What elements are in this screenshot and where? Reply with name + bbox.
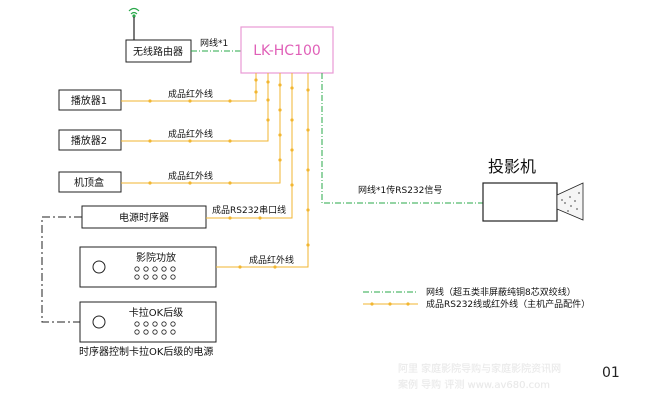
cable-dots xyxy=(148,78,310,269)
rs232-label: 成品RS232串口线 xyxy=(212,204,286,216)
karaoke-buttons xyxy=(134,321,176,335)
legend-cable-dot xyxy=(388,302,392,306)
amp-knob xyxy=(92,260,106,274)
legend-cable-label: 成品RS232线或红外线（主机产品配件） xyxy=(426,298,590,310)
player1-box xyxy=(58,89,122,111)
player2-box xyxy=(58,129,122,151)
projector-beam-icon xyxy=(556,182,584,221)
controller-box xyxy=(240,26,334,74)
projector-body xyxy=(482,182,558,222)
projector-label: 投影机 xyxy=(488,157,536,176)
controller-label: LK-HC100 xyxy=(253,43,321,59)
karaoke-label: 卡拉OK后级 xyxy=(129,306,183,319)
watermark-line-1: 阿里 家庭影院导购与家庭影院资讯网 xyxy=(398,362,561,375)
legend-cable-dot xyxy=(406,302,410,306)
ir-label-4: 成品红外线 xyxy=(249,254,294,266)
power-control-line xyxy=(41,216,82,323)
power-control-note: 时序器控制卡拉OK后级的电源 xyxy=(79,345,213,358)
projector-network-line xyxy=(321,73,556,204)
stb-label: 机顶盒 xyxy=(74,176,104,189)
legend-network-label: 网线（超五类非屏蔽纯铜8芯双绞线） xyxy=(426,286,576,298)
wifi-icon xyxy=(128,7,140,40)
player2-label: 播放器2 xyxy=(71,134,107,147)
ir-label-1: 成品红外线 xyxy=(168,88,213,100)
player1-label: 播放器1 xyxy=(71,94,107,107)
amp-label: 影院功放 xyxy=(136,251,176,264)
legend-cable-dot xyxy=(370,302,374,306)
amp-buttons xyxy=(134,266,176,280)
router-label: 无线路由器 xyxy=(133,45,183,58)
projector-link-label: 网线*1传RS232信号 xyxy=(358,184,442,196)
ir-label-2: 成品红外线 xyxy=(168,128,213,140)
page-number: 01 xyxy=(602,365,620,381)
karaoke-knob xyxy=(92,315,106,329)
watermark-line-2: 案例 导购 评测 www.av680.com xyxy=(398,378,550,391)
ir-label-3: 成品红外线 xyxy=(168,170,213,182)
router-network-label: 网线*1 xyxy=(200,37,228,49)
sequencer-label: 电源时序器 xyxy=(119,211,169,224)
stb-box xyxy=(58,171,122,193)
